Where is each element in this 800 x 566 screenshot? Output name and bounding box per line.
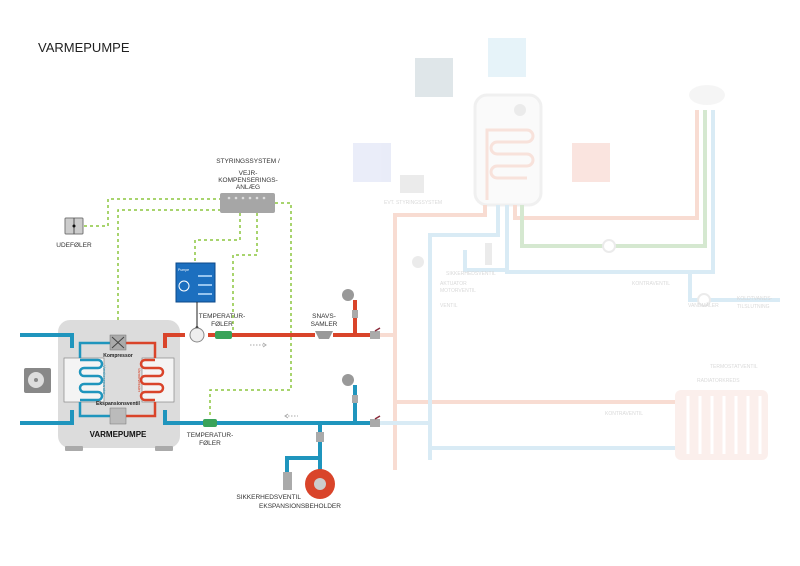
return-temp-sensor-icon	[203, 419, 217, 427]
control-wiring	[84, 198, 292, 418]
control-panel-icon	[353, 143, 391, 182]
faded-label: AKTUATOR	[440, 281, 467, 287]
pump-icon	[178, 280, 190, 292]
expansion-vessel-label: EKSPANSIONSBEHOLDER	[259, 503, 341, 510]
thermometer-icon	[514, 104, 526, 116]
water-meter-icon	[697, 293, 711, 307]
shutoff-valve-icon[interactable]	[370, 331, 380, 339]
circulation-pump-icon	[189, 327, 205, 343]
dirt-separator-label: SAMLER	[311, 321, 338, 328]
control-system-label: KOMPENSERINGS-	[218, 177, 278, 184]
expansion-valve-icon	[109, 407, 127, 425]
faded-label: VENTIL	[440, 303, 458, 309]
pressure-gauge-icon	[342, 374, 354, 386]
temp-sensor-label: TEMPERATUR-	[199, 313, 245, 320]
pump-control-panel	[175, 262, 216, 303]
faded-label: KONTRAVENTIL	[605, 411, 643, 417]
control-system-box	[220, 193, 275, 213]
faded-label: KOLDTVANDS-	[737, 296, 773, 302]
pressure-gauge-icon	[342, 289, 354, 301]
source-pipe-in	[20, 333, 74, 348]
control-system-label: ANLÆG	[236, 184, 260, 191]
faded-label: SIKKERHEDSVENTIL	[446, 271, 496, 277]
hot-water-tank	[473, 93, 543, 207]
return-pipe	[163, 410, 370, 425]
safety-valve-icon	[283, 472, 292, 490]
condenser-coil	[139, 358, 165, 402]
heat-pump-label: VARMEPUMPE	[90, 430, 147, 439]
pump-panel-label: Pumpe	[178, 268, 189, 272]
faded-label: RADIATORKREDS	[697, 378, 740, 384]
evaporator-label: Væskeseparator	[102, 365, 107, 395]
safety-valve-label: SIKKERHEDSVENTIL	[236, 494, 301, 501]
radiator	[675, 390, 768, 460]
shutoff-valve-icon[interactable]	[370, 419, 380, 427]
faded-label: EVT. STYRINGSSYSTEM	[384, 200, 442, 206]
actuator-icon	[412, 256, 424, 268]
evaporator	[63, 357, 105, 403]
faded-label: TILSLUTNING	[737, 304, 770, 310]
circulation-pump-icon	[602, 239, 616, 253]
control-panel-icon	[572, 143, 610, 182]
source-pipe-out	[20, 410, 74, 425]
dirt-separator-icon	[315, 331, 333, 339]
faded-label: KONTRAVENTIL	[632, 281, 670, 287]
page-title: VARMEPUMPE	[38, 40, 130, 55]
evaporator-coil	[78, 358, 104, 402]
compressor-label: Kompressor	[103, 353, 133, 359]
supply-temp-sensor-icon	[215, 331, 232, 339]
temp-sensor-label: FØLER	[211, 321, 233, 328]
faded-safety-valve	[485, 243, 492, 265]
faded-label: MOTORVENTIL	[440, 288, 476, 294]
control-system-label: VEJR-	[239, 170, 258, 177]
dirt-separator-label: SNAVS-	[312, 313, 336, 320]
faded-label: TERMOSTATVENTIL	[710, 364, 758, 370]
control-system-label: STYRINGSSYSTEM /	[216, 158, 280, 165]
faded-label: VANDMÅLER	[688, 302, 719, 309]
temp-sensor-label: FØLER	[199, 440, 221, 447]
faded-system: EVT. STYRINGSSYSTEM SIKKERHEDSVENTIL AKT…	[353, 38, 780, 470]
sink-icon	[689, 85, 725, 105]
temp-sensor-label: TEMPERATUR-	[187, 432, 233, 439]
condenser-label: Varmeveksler	[137, 368, 142, 393]
expansion-valve-label: Ekspansionsventil	[96, 401, 141, 407]
control-panel-icon	[415, 58, 453, 97]
outdoor-sensor-label: UDEFØLER	[56, 242, 92, 249]
control-panel-icon	[488, 38, 526, 77]
branch-valve-icon[interactable]	[316, 432, 324, 442]
optional-control-box	[400, 175, 424, 193]
condenser	[141, 357, 175, 403]
